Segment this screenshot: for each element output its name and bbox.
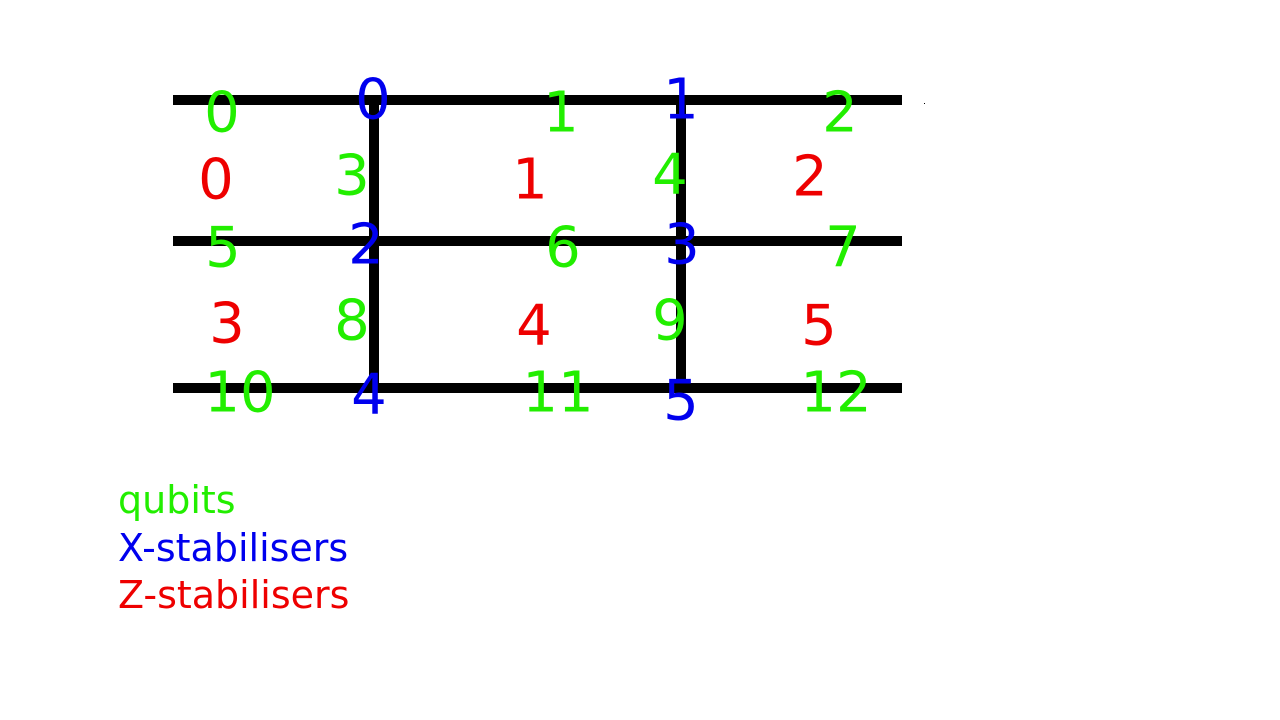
- x-stabiliser-label: 4: [351, 363, 387, 428]
- x-stabiliser-label: 2: [348, 213, 384, 278]
- x-stabiliser-label: 1: [663, 68, 699, 133]
- z-stabiliser-label: 0: [198, 148, 234, 213]
- qubit-label: 10: [204, 361, 275, 426]
- qubit-label: 1: [543, 81, 579, 146]
- z-stabiliser-label: 1: [512, 148, 548, 213]
- z-stabiliser-labels: 0 1 2 3 4 5: [198, 145, 837, 359]
- legend-z-stabilisers: Z-stabilisers: [118, 573, 350, 617]
- x-stabiliser-label: 5: [663, 369, 699, 434]
- qubit-label: 11: [522, 361, 593, 426]
- stray-dot: [924, 103, 925, 104]
- legend-x-stabilisers: X-stabilisers: [118, 526, 349, 570]
- z-stabiliser-label: 2: [792, 145, 828, 210]
- qubit-label: 8: [334, 289, 370, 354]
- z-stabiliser-label: 4: [516, 294, 552, 359]
- x-stabiliser-label: 0: [355, 68, 391, 133]
- qubit-label: 4: [652, 143, 688, 208]
- z-stabiliser-label: 3: [209, 292, 245, 357]
- qubit-label: 2: [822, 81, 858, 146]
- qubit-label: 7: [825, 216, 861, 281]
- qubit-label: 0: [204, 81, 240, 146]
- legend-qubits: qubits: [118, 478, 236, 522]
- qubit-label: 3: [334, 144, 370, 209]
- qubit-labels: 0 1 2 3 4 5 6 7 8 9 10 11 12: [204, 81, 871, 426]
- x-stabiliser-label: 3: [664, 213, 700, 278]
- x-stabiliser-labels: 0 1 2 3 4 5: [348, 68, 700, 434]
- qubit-label: 9: [652, 289, 688, 354]
- qubit-label: 5: [205, 216, 241, 281]
- qubit-label: 12: [800, 361, 871, 426]
- z-stabiliser-label: 5: [801, 294, 837, 359]
- qubit-label: 6: [545, 216, 581, 281]
